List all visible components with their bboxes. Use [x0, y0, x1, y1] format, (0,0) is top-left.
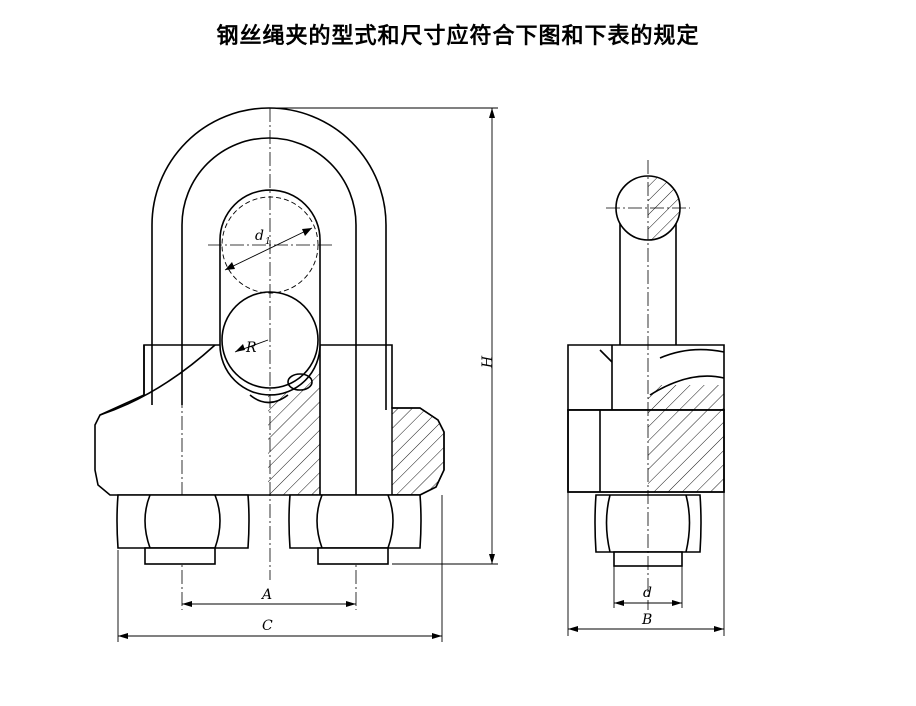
u-bolt-inner: [181, 137, 357, 345]
nut-right: [288, 494, 422, 565]
label-C: C: [262, 618, 273, 634]
label-d: d: [643, 585, 652, 601]
label-d1: d: [255, 228, 264, 244]
label-H: H: [480, 355, 496, 369]
page-title: 钢丝绳夹的型式和尺寸应符合下图和下表的规定: [216, 24, 700, 49]
front-view: d 1 R A: [94, 107, 498, 642]
side-view: d B: [567, 160, 725, 636]
section-hatch-right: [391, 407, 445, 496]
nut-left: [116, 494, 250, 565]
u-bolt-outer: [151, 107, 387, 345]
label-A: A: [260, 587, 272, 603]
label-B: B: [641, 612, 652, 628]
label-R: R: [245, 340, 257, 356]
label-d1-sub: 1: [265, 237, 271, 247]
